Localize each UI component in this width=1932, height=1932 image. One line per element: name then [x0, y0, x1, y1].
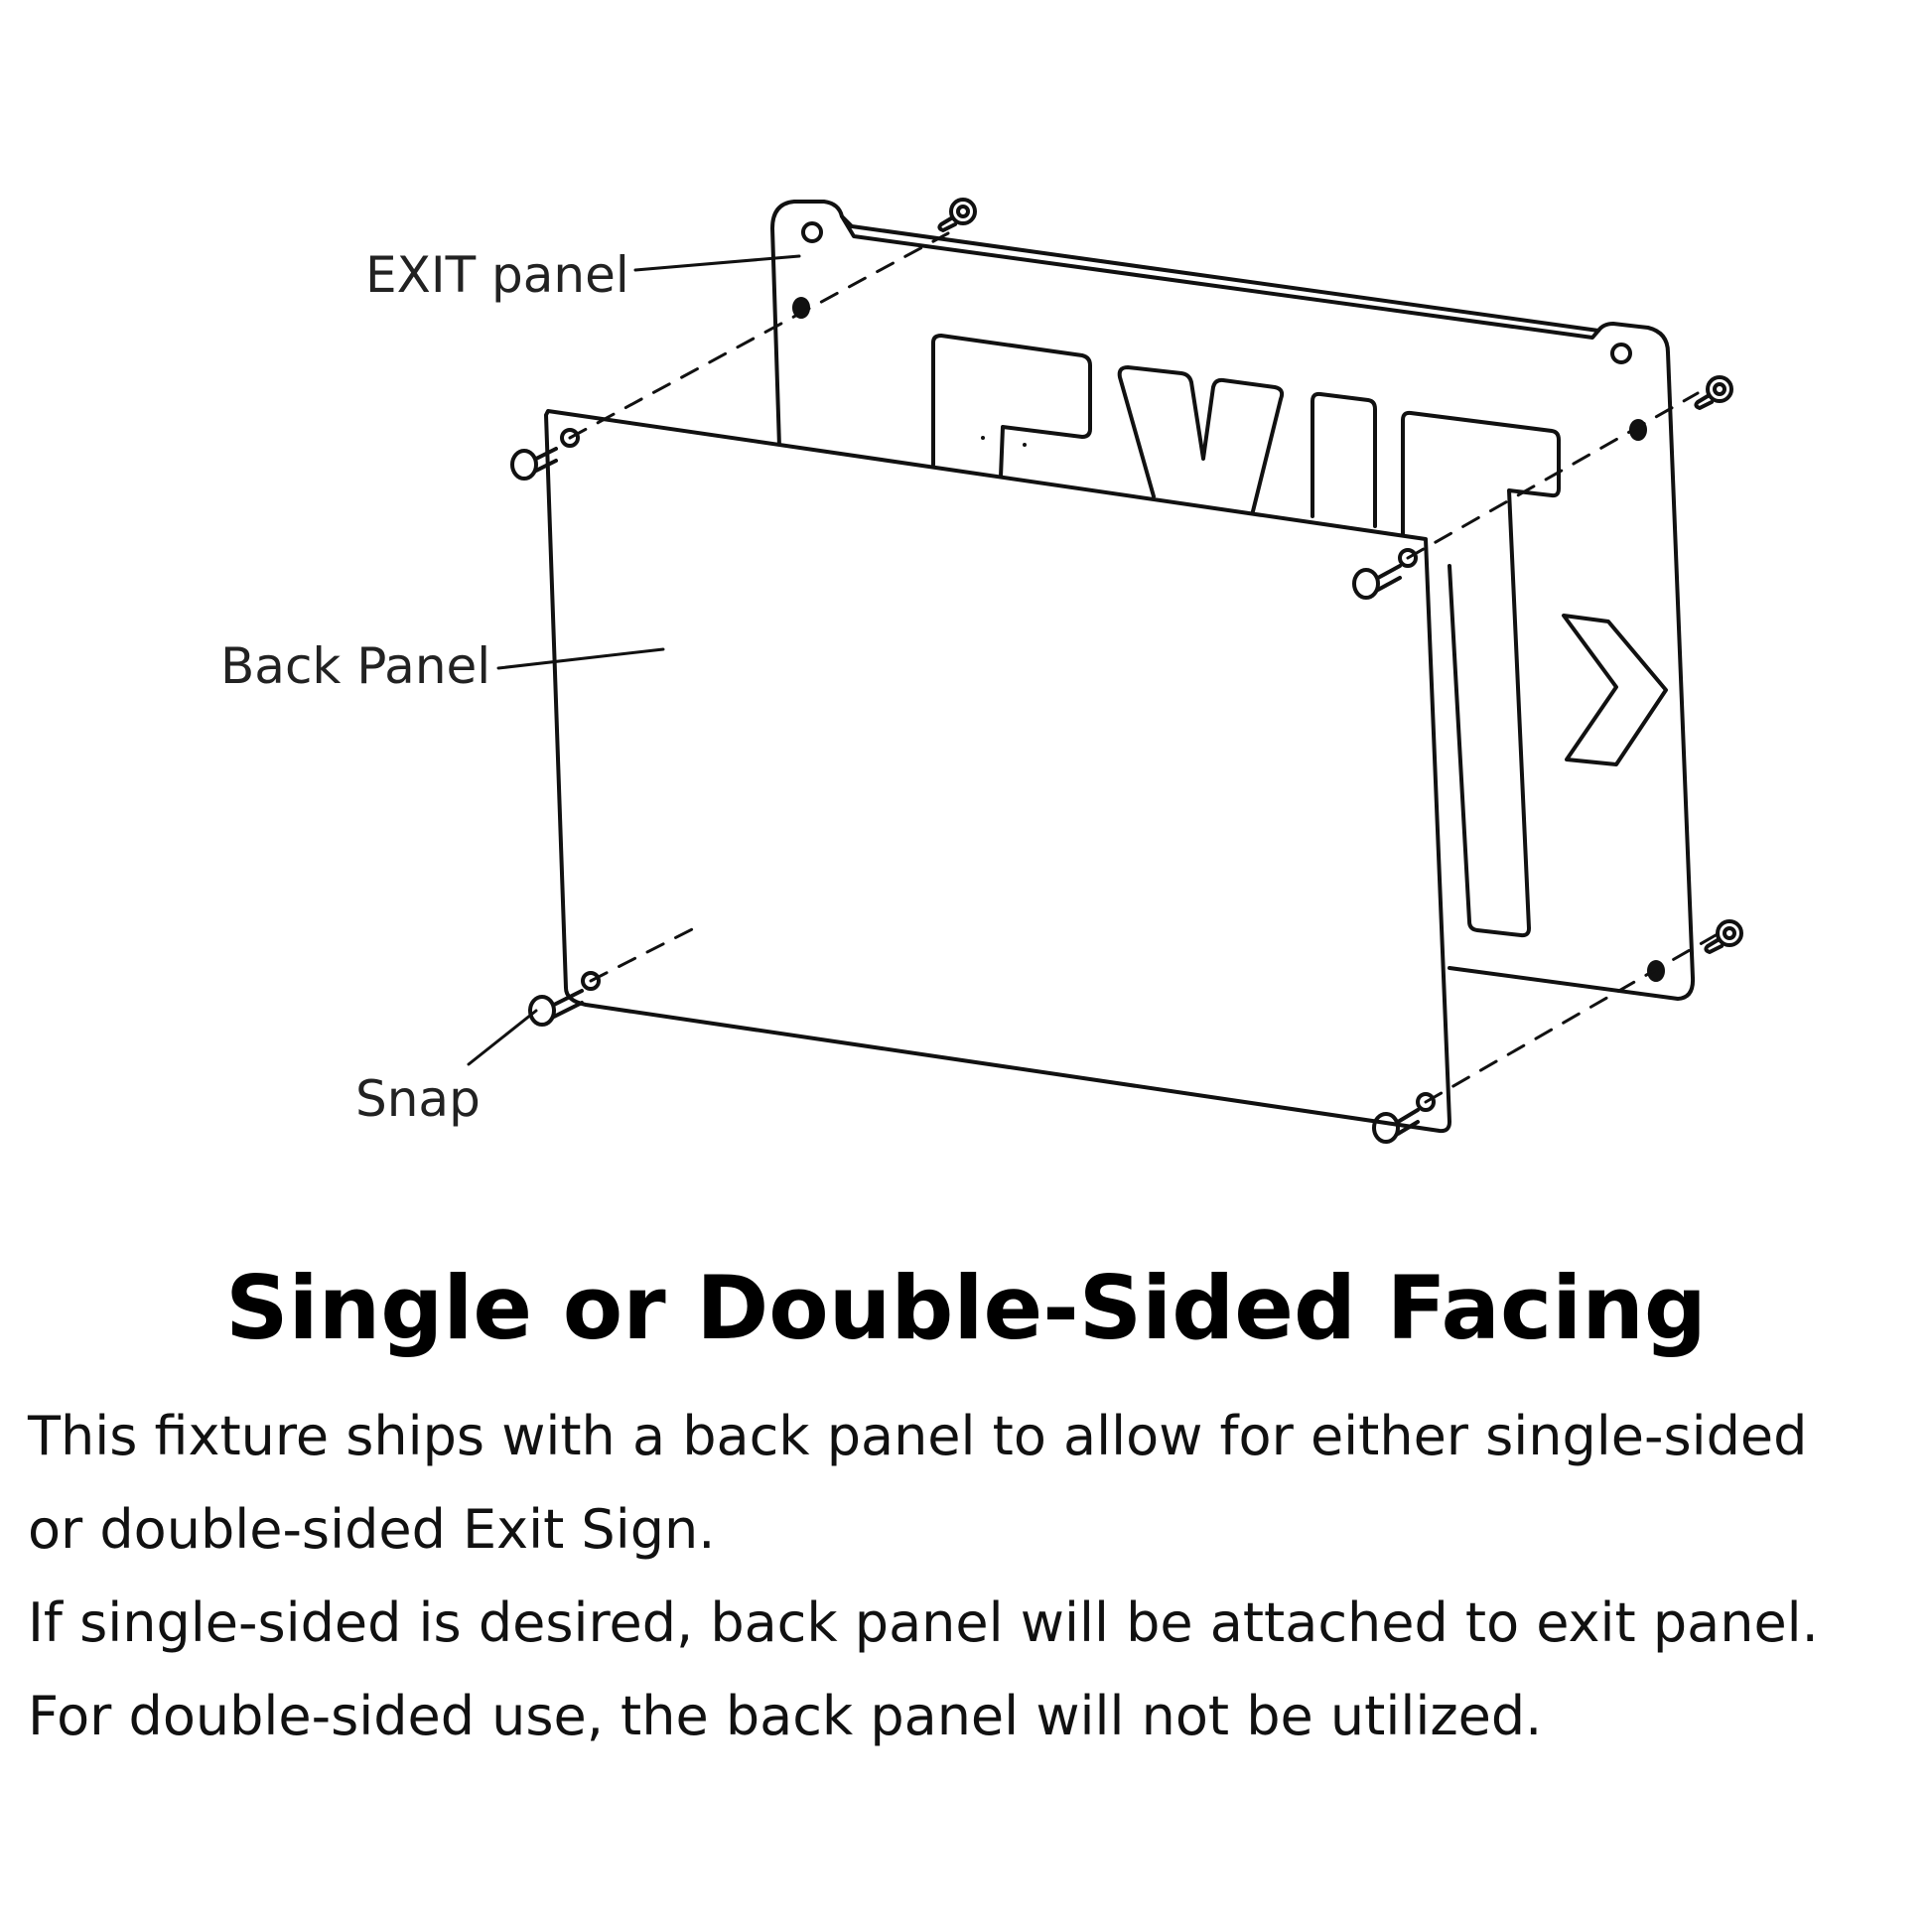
description: This fixture ships with a back panel to …	[28, 1390, 1914, 1763]
snap-icon	[528, 989, 584, 1027]
snap-icon	[1704, 919, 1743, 954]
snap-label: Snap	[355, 1070, 481, 1128]
letter-e-cutout	[931, 334, 1092, 479]
leader-lines	[467, 254, 801, 1066]
arrow-chevron-cutout	[1562, 614, 1668, 766]
back-panel-leader	[496, 647, 665, 670]
snap-fasteners	[510, 198, 1743, 1144]
letter-x-cutout	[1117, 365, 1285, 513]
exit-panel-leader	[633, 254, 801, 272]
description-line: For double-sided use, the back panel wil…	[28, 1685, 1543, 1747]
snap-icon	[510, 447, 558, 481]
snap-icon	[1372, 1108, 1420, 1144]
snap-leader	[467, 1009, 538, 1066]
letter-i-cutout	[1311, 391, 1377, 528]
description-line: This fixture ships with a back panel to …	[28, 1405, 1808, 1467]
back-panel-label: Back Panel	[220, 637, 491, 695]
alignment-lines	[568, 231, 1718, 1104]
description-line: If single-sided is desired, back panel w…	[28, 1591, 1819, 1654]
snap-icon	[1352, 564, 1402, 600]
exit-panel	[770, 200, 1696, 1001]
description-line: or double-sided Exit Sign.	[28, 1498, 716, 1561]
exit-panel-label: EXIT panel	[365, 246, 629, 304]
exit-letter-cutouts	[931, 334, 1668, 938]
page-title: Single or Double-Sided Facing	[225, 1257, 1707, 1359]
snap-icon	[1694, 375, 1733, 410]
snap-icon	[937, 198, 977, 232]
exploded-assembly-diagram	[467, 198, 1743, 1144]
back-panel	[544, 409, 1451, 1134]
letter-t-cutout	[1401, 410, 1561, 938]
